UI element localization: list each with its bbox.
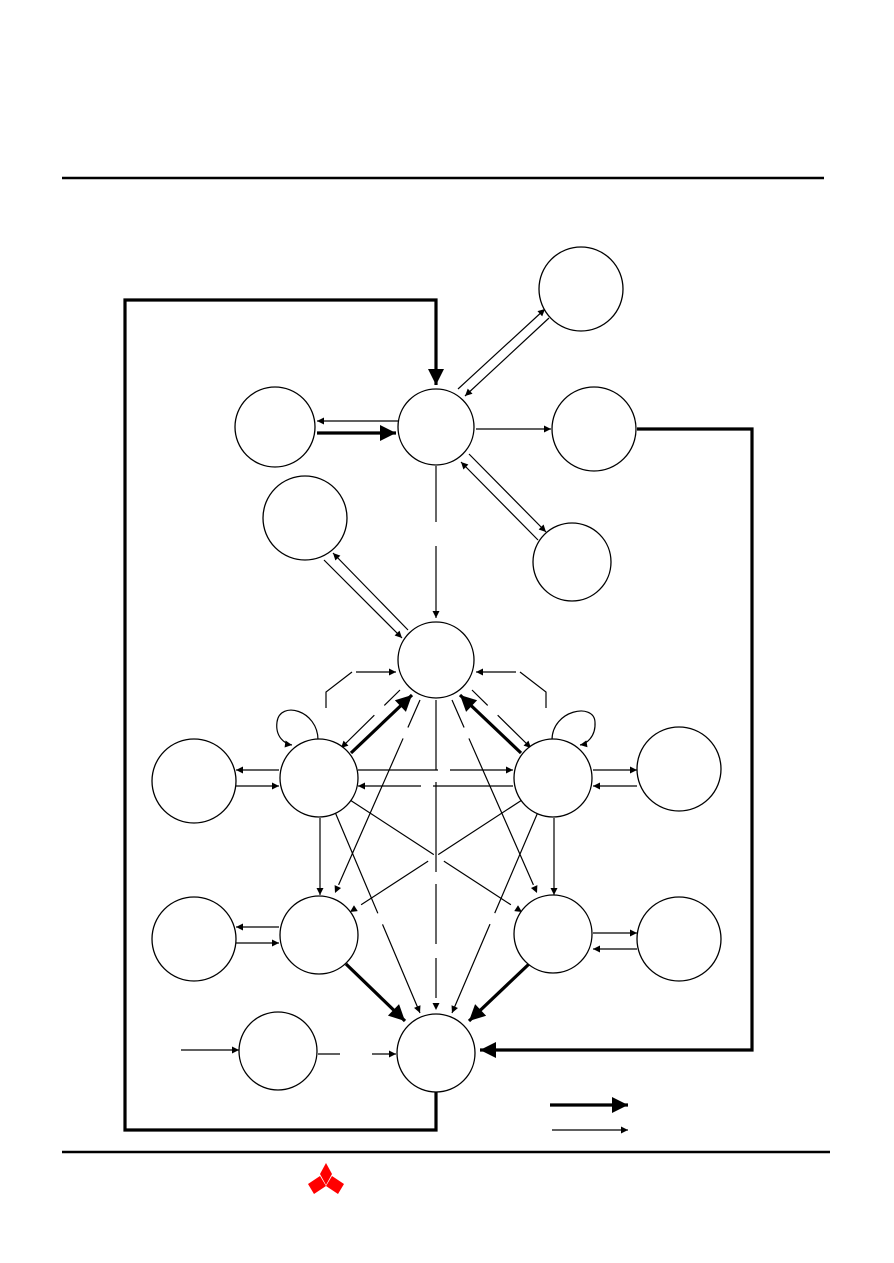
edge-self-loop-right — [551, 710, 596, 748]
edge-right-entry-center — [476, 672, 547, 708]
edge-leftmid-to-center — [323, 559, 403, 639]
edge-outer-loop — [123, 298, 444, 1132]
node-left-mid — [262, 475, 348, 561]
node-far-right-row1 — [636, 726, 722, 812]
node-far-right-row2 — [636, 896, 722, 982]
node-right-row2 — [513, 894, 593, 974]
edge-right-loop — [480, 427, 754, 1058]
node-left-row2 — [279, 895, 359, 975]
edge-center-to-rightrow1 — [471, 689, 532, 749]
node-left-row1 — [279, 738, 359, 818]
node-lower-right-upper — [532, 522, 612, 602]
node-far-left-row2 — [151, 896, 237, 982]
node-right-row1 — [513, 738, 593, 818]
edge-rightrow2-to-bottomhub — [467, 962, 531, 1023]
edge-center-to-leftmid — [332, 552, 409, 631]
node-hub-upper — [397, 388, 475, 466]
node-bottom-hub — [396, 1013, 476, 1093]
edge-hub-to-topright — [457, 308, 546, 390]
node-far-left-row1 — [151, 738, 237, 824]
edge-center-to-leftrow1 — [340, 689, 401, 749]
node-hub-center — [397, 621, 475, 699]
edge-leftrow1-to-bottomhub — [334, 811, 421, 1014]
edge-self-loop-left — [276, 709, 319, 748]
node-left-upper — [234, 386, 316, 468]
three-diamonds-logo — [308, 1163, 344, 1194]
edge-hub-to-lowerright — [468, 453, 547, 533]
edge-left-entry-center — [325, 672, 396, 708]
node-top-right — [538, 246, 624, 332]
edge-leftrow2-to-bottomhub — [344, 962, 407, 1023]
edge-leftrow1-to-rightrow2 — [349, 799, 523, 913]
edge-rightrow1-to-leftrow2 — [349, 799, 523, 913]
edge-lowerright-to-hub — [460, 461, 539, 541]
edge-center-to-leftrow2 — [334, 699, 421, 894]
edge-leftrow1-to-center — [349, 693, 414, 755]
edge-center-to-rightrow2 — [451, 699, 538, 894]
edge-rightrow1-to-bottomhub — [451, 811, 539, 1014]
node-bottom-left — [238, 1011, 318, 1091]
edge-topright-to-hub — [464, 317, 550, 397]
node-right-upper — [551, 386, 637, 472]
edge-rightrow1-to-center — [458, 693, 523, 755]
